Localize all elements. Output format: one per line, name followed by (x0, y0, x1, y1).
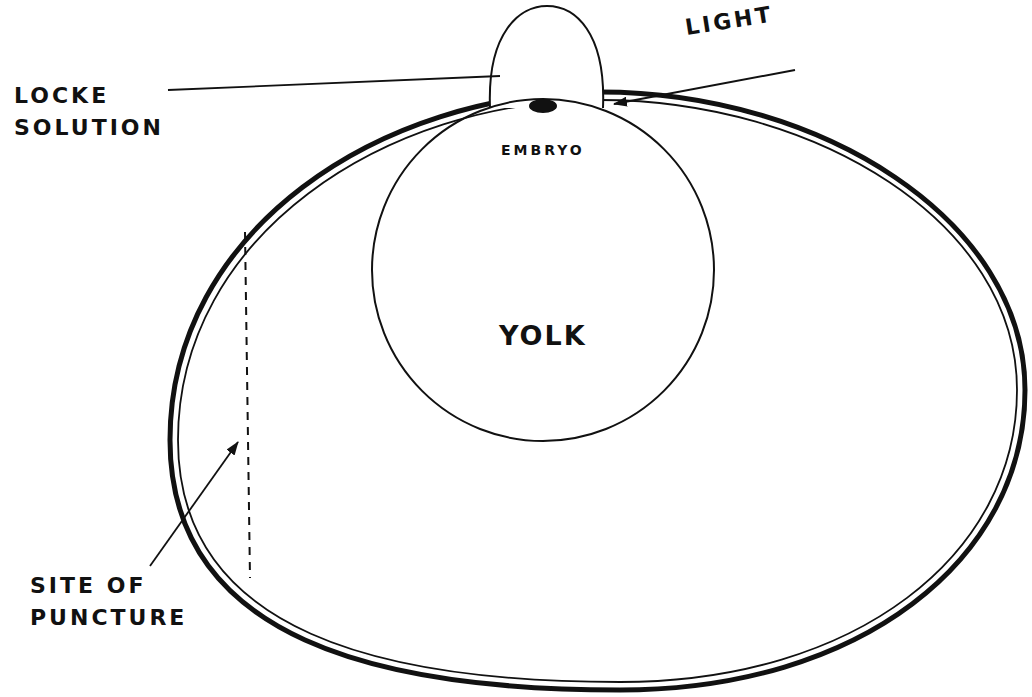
callout-label: LIGHT (683, 0, 807, 44)
part-label: EMBRYO (501, 142, 585, 158)
locke-solution-drop (490, 6, 603, 108)
shell-membrane (178, 100, 1017, 682)
callout-label: LOCKE SOLUTION (14, 80, 204, 144)
embryo-mark (529, 99, 557, 113)
yolk-circle: EMBRYO YOLK (371, 98, 715, 442)
leader-line (168, 76, 500, 90)
locke-solution-fill (490, 6, 603, 108)
puncture-line (245, 232, 250, 578)
egg-shell (170, 92, 1025, 690)
light-arrow (614, 70, 795, 104)
region-label: YOLK (499, 320, 587, 351)
callout-label: SITE OF PUNCTURE (30, 570, 230, 634)
leader-arrow (150, 442, 238, 566)
